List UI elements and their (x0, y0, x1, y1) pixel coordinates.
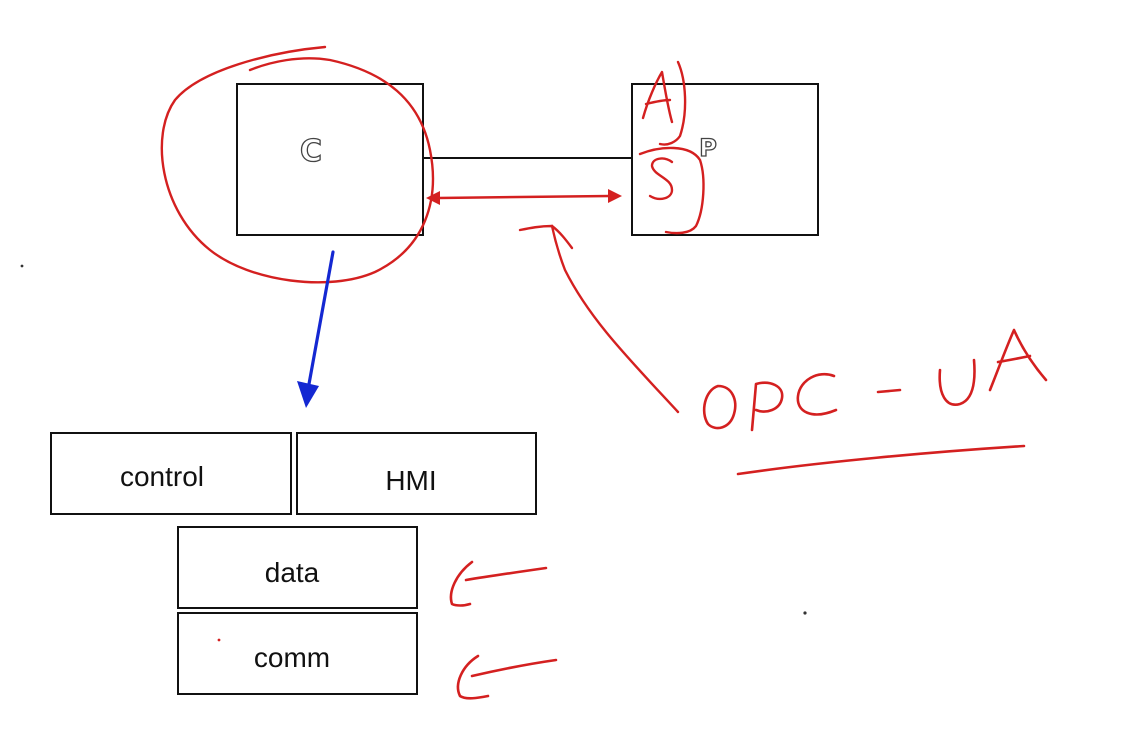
architecture-stack: control HMI data comm (50, 432, 537, 695)
blue-arrow-shaft (307, 250, 335, 386)
hmi-box (296, 432, 537, 515)
handwritten-brace (638, 146, 705, 235)
blue-arrow (297, 250, 335, 408)
plant-handwriting (638, 60, 705, 235)
controller-block: C (236, 83, 424, 236)
opc-ua-underline (736, 444, 1026, 476)
handwritten-a-bracket (658, 60, 687, 146)
stray-speck (803, 611, 807, 615)
plant-label: P (699, 134, 717, 162)
opc-ua-letter-a-crossbar (996, 354, 1032, 364)
opc-ua-dash (876, 388, 902, 394)
stack-pointers (449, 560, 558, 700)
opc-ua-letter-p (750, 381, 784, 432)
stray-speck (217, 638, 221, 642)
hmi-label: HMI (385, 465, 436, 496)
opc-ua-handwritten (702, 328, 1048, 476)
comm-box (177, 612, 418, 695)
red-pointer-head (550, 224, 574, 250)
handwritten-s-strokes (648, 157, 674, 201)
blue-arrowhead (297, 381, 319, 408)
red-arrowhead-left (426, 191, 440, 205)
comm-pointer-head (456, 654, 490, 700)
data-pointer-shaft (464, 566, 548, 582)
red-circle-annotation (160, 45, 435, 284)
data-pointer-head (449, 560, 474, 607)
stray-speck (20, 264, 24, 268)
control-box (50, 432, 292, 515)
plant-box (631, 83, 819, 236)
red-double-arrow-shaft (437, 194, 611, 200)
red-arrowhead-right (608, 189, 622, 203)
plant-block: P (631, 83, 819, 236)
data-box (177, 526, 418, 609)
opc-ua-letter-u (938, 358, 976, 406)
comm-pointer-shaft (470, 658, 558, 678)
comm-label: comm (254, 642, 330, 673)
controller-label: C (300, 134, 322, 169)
controller-box (236, 83, 424, 236)
control-label: control (120, 461, 204, 492)
opc-ua-letter-o (702, 384, 737, 430)
opc-ua-letter-c (796, 373, 838, 416)
opc-ua-letter-a (988, 328, 1048, 392)
data-label: data (265, 557, 320, 588)
red-pointer-curve (518, 224, 680, 414)
handwritten-a-crossbar (644, 98, 672, 106)
handwritten-a-strokes (641, 70, 674, 124)
red-double-arrow (426, 189, 622, 205)
